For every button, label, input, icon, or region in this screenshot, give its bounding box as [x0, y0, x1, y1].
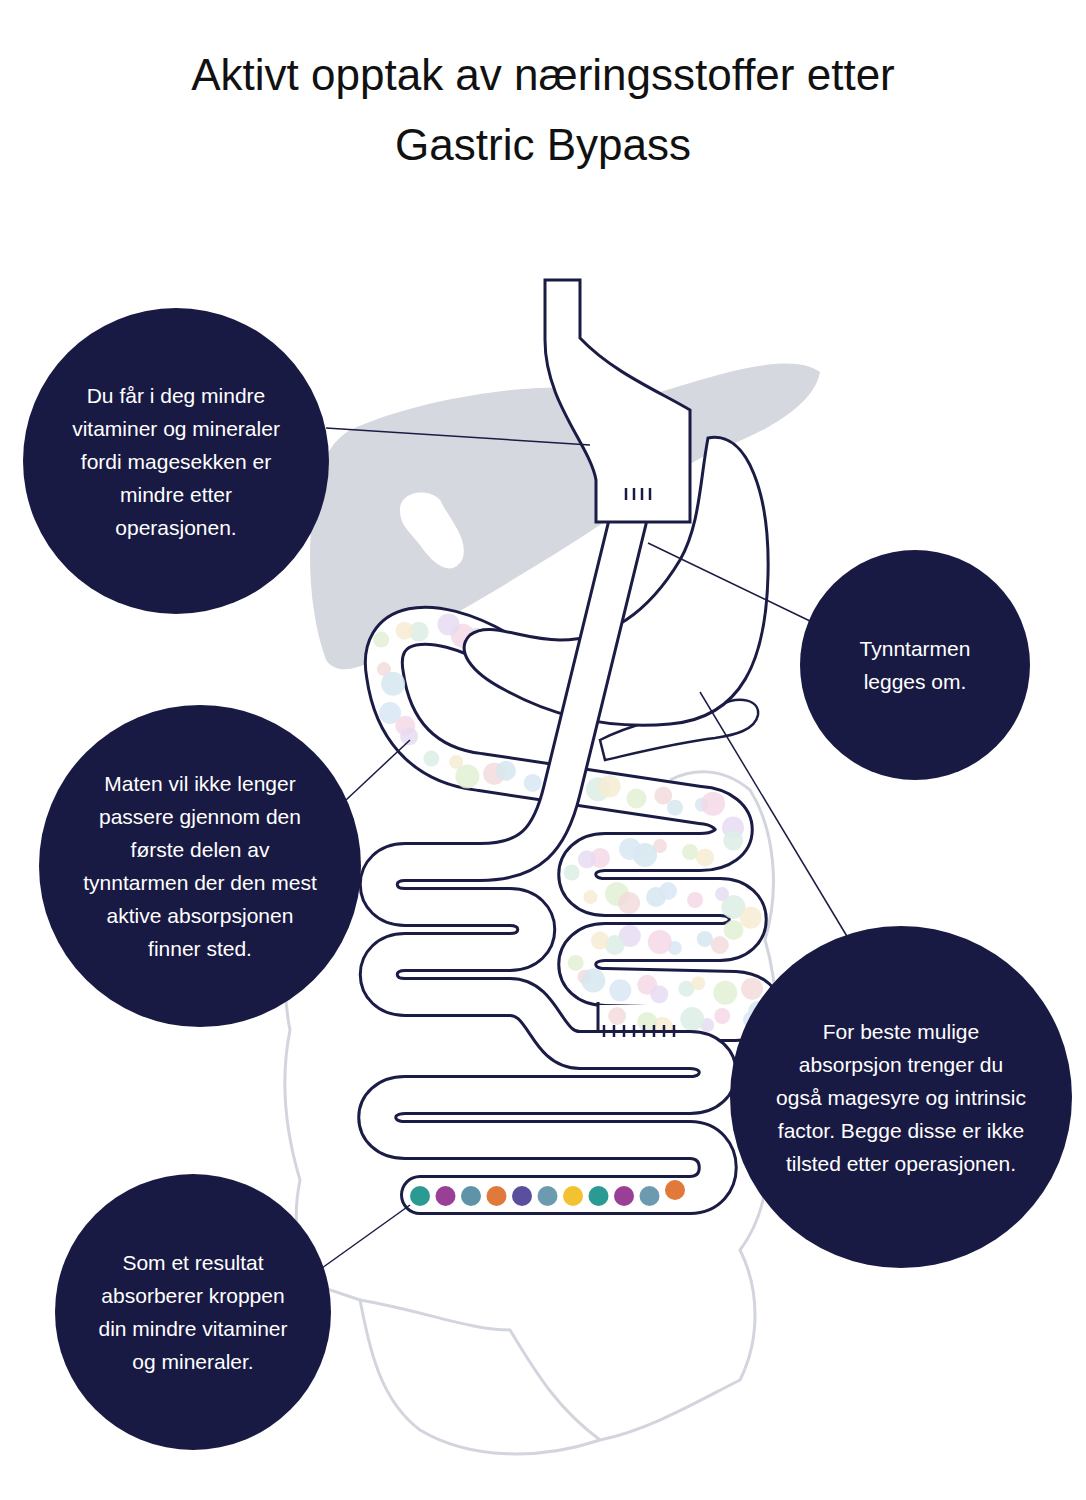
nutrient-dot: [581, 969, 605, 993]
nutrient-dot: [563, 1186, 583, 1206]
nutrient-dot: [461, 1186, 481, 1206]
nutrient-dot: [496, 761, 516, 781]
circle-fill: [800, 550, 1030, 780]
nutrient-dot: [608, 1007, 626, 1025]
nutrient-dot: [373, 632, 389, 648]
nutrient-dot: [568, 955, 584, 971]
nutrient-dot: [691, 976, 705, 990]
nutrient-dot: [626, 788, 646, 808]
callout-text: Tynntarmen legges om.: [840, 632, 990, 698]
nutrient-dot: [524, 774, 542, 792]
nutrient-dot: [423, 751, 439, 767]
nutrient-dot: [640, 1186, 660, 1206]
stomach-pouch: [545, 280, 690, 522]
callout-text: Som et resultat absorberer kroppen din m…: [93, 1246, 293, 1378]
nutrient-dot: [723, 831, 743, 851]
nutrient-dot: [589, 1186, 609, 1206]
nutrient-dot: [410, 1186, 430, 1206]
callout-circle: Tynntarmen legges om.: [800, 550, 1030, 780]
nutrient-dot: [583, 890, 597, 904]
nutrient-dot: [696, 848, 714, 866]
callout-text: For beste mulige absorpsjon trenger du o…: [774, 1015, 1029, 1180]
circle-fill: [55, 1174, 331, 1450]
nutrient-dot: [618, 892, 640, 914]
circle-shape: [39, 705, 361, 1027]
nutrient-dot: [682, 844, 698, 860]
nutrient-dot: [381, 672, 405, 696]
nutrient-dot: [711, 936, 729, 954]
callout-text: Du får i deg mindre vitaminer og mineral…: [71, 379, 281, 544]
title: Aktivt opptak av næringsstoffer etter Ga…: [143, 40, 943, 180]
nutrient-dot: [400, 727, 418, 745]
nutrient-dot: [538, 1186, 558, 1206]
circle-fill: [39, 705, 361, 1027]
circle-fill: [23, 308, 329, 614]
nutrient-dot: [487, 1186, 507, 1206]
circle-shape: [800, 550, 1030, 780]
nutrient-dot: [724, 920, 744, 940]
intestine-lumen: [377, 520, 718, 1195]
nutrient-dot: [665, 1180, 685, 1200]
nutrient-dot: [455, 765, 479, 789]
colon-outline: [360, 1300, 600, 1440]
circle-fill: [730, 926, 1072, 1268]
nutrient-dot: [713, 981, 737, 1005]
nutrient-dot: [680, 1007, 704, 1031]
nutrient-dot: [609, 979, 631, 1001]
callout-circle: Maten vil ikke lenger passere gjennom de…: [39, 705, 361, 1027]
callout-circle: For beste mulige absorpsjon trenger du o…: [730, 926, 1072, 1268]
nutrient-dot: [740, 907, 762, 929]
staples: [604, 488, 674, 1037]
nutrient-dot: [697, 931, 713, 947]
intestine-outline: [377, 520, 718, 1195]
nutrient-dot: [512, 1186, 532, 1206]
nutrient-dot: [701, 792, 725, 816]
nutrient-dot: [599, 775, 621, 797]
nutrient-dot: [659, 882, 677, 900]
nutrient-dot: [714, 1008, 730, 1024]
nutrient-dot: [614, 1186, 634, 1206]
nutrient-dot: [591, 932, 609, 950]
nutrient-dot: [687, 892, 703, 908]
nutrient-dot: [578, 850, 596, 868]
nutrient-dot: [436, 1186, 456, 1206]
callout-circle: Du får i deg mindre vitaminer og mineral…: [23, 308, 329, 614]
nutrient-dot: [741, 978, 763, 1000]
nutrient-dot: [667, 800, 683, 816]
nutrient-dot: [619, 838, 641, 860]
callout-text: Maten vil ikke lenger passere gjennom de…: [78, 767, 323, 965]
gallbladder-notch: [400, 493, 464, 569]
nutrient-dot: [648, 930, 672, 954]
callout-circle: Som et resultat absorberer kroppen din m…: [55, 1174, 331, 1450]
circle-shape: [55, 1174, 331, 1450]
nutrient-dot: [650, 985, 668, 1003]
nutrient-dot: [438, 613, 460, 635]
nutrient-dot: [564, 864, 580, 880]
nutrient-dot: [395, 622, 413, 640]
